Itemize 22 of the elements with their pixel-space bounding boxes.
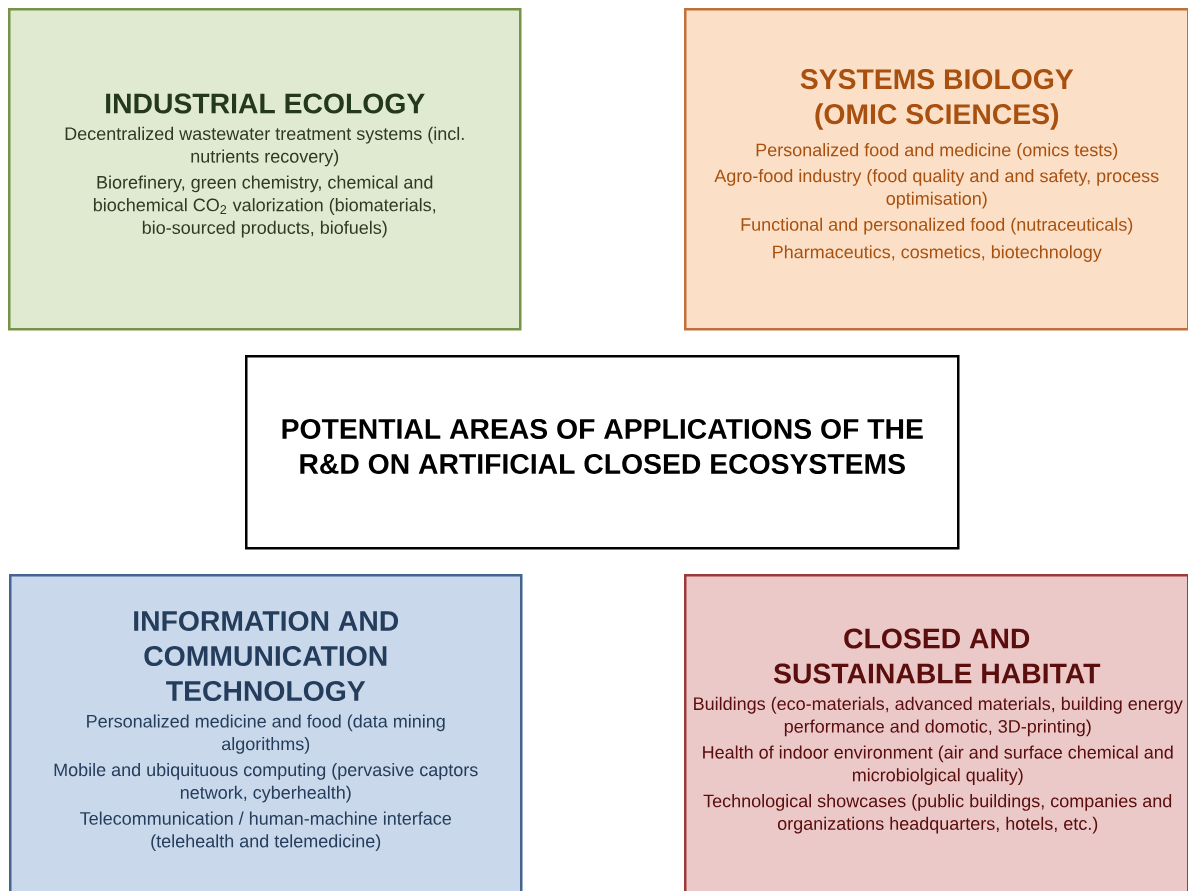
category-box	[684, 8, 1188, 331]
item-text: Agro-food industry (food quality and and safety, process optimisation)	[714, 169, 1159, 209]
title-box	[245, 355, 960, 550]
category-box	[8, 8, 522, 331]
item-text: Buildings (eco-materials, advanced materials, building energy performance and domotic, 3D-printing)	[694, 696, 1183, 737]
item-text: Personalized food and medicine (omics tests)	[756, 143, 1118, 160]
item-text: Biorefinery, green chemistry, chemical and biochemical CO$_{2}$ valorization (biomaterials, bio-sourced products, biofuels)	[93, 175, 436, 238]
box-heading: INFORMATION AND COMMUNICATION TECHNOLOGY	[134, 611, 399, 702]
item-text: Technological showcases (public buildings, companies and organizations headquarters, hotels, etc.)	[703, 794, 1172, 834]
item-text: Mobile and ubiquituous computing (pervasive captors network, cyberhealth)	[54, 763, 478, 803]
item-text: Decentralized wastewater treatment systems (incl. nutrients recovery)	[65, 126, 464, 167]
box-heading: INDUSTRIAL ECOLOGY	[106, 93, 425, 114]
item-text: Telecommunication / human-machine interface (telehealth and telemedicine)	[80, 811, 451, 852]
box-heading: POTENTIAL AREAS OF APPLICATIONS OF THE R&D ON ARTIFICIAL CLOSED ECOSYSTEMS	[282, 418, 923, 474]
item-text: Functional and personalized food (nutraceuticals)	[741, 217, 1133, 235]
item-text: Personalized medicine and food (data mining algorithms)	[87, 714, 445, 754]
box-heading: CLOSED AND SUSTAINABLE HABITAT	[773, 628, 1101, 684]
item-text: Health of indoor environment (air and surface chemical and microbiolgical quality)	[703, 745, 1173, 785]
item-text: Pharmaceutics, cosmetics, biotechnology	[773, 245, 1102, 262]
category-box	[9, 574, 523, 891]
category-box	[684, 574, 1188, 891]
box-heading: SYSTEMS BIOLOGY (OMIC SCIENCES)	[800, 69, 1074, 130]
